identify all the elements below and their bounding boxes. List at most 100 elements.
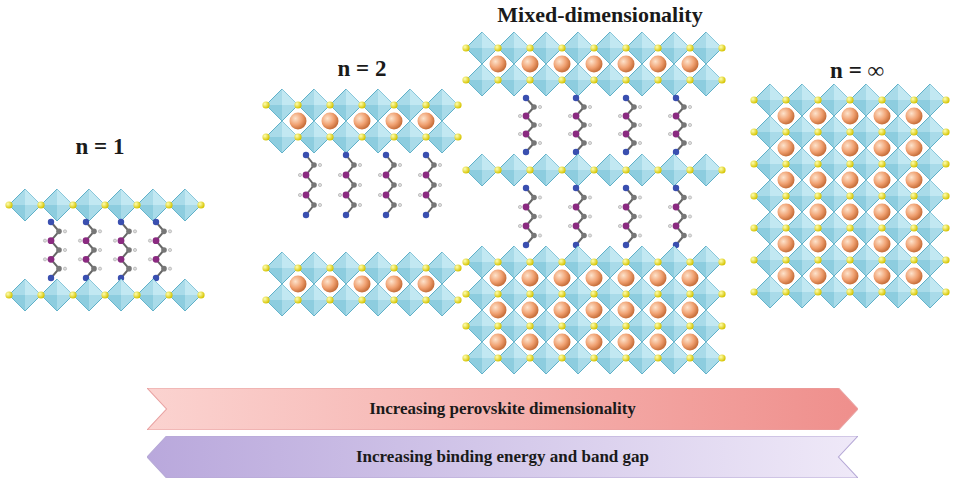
halide-atom — [718, 166, 725, 173]
halide-atom — [878, 288, 885, 295]
a-site-cation — [418, 276, 435, 293]
atom — [631, 195, 637, 201]
hydrogen-atom — [98, 230, 101, 233]
atom — [91, 266, 97, 272]
hydrogen-atom — [168, 267, 171, 270]
atom — [681, 214, 687, 220]
a-site-cation — [778, 172, 795, 189]
atom — [681, 233, 687, 239]
organic-spacer — [113, 219, 136, 281]
octahedron — [169, 279, 201, 311]
hydrogen-atom — [78, 258, 81, 261]
halide-atom — [5, 291, 12, 298]
octahedron — [137, 189, 169, 221]
halide-atom — [622, 290, 629, 297]
organic-spacer — [568, 95, 591, 155]
halide-atom — [494, 76, 501, 83]
halide-atom — [526, 290, 533, 297]
halide-atom — [750, 288, 757, 295]
inorganic-slab — [262, 252, 461, 316]
hydrogen-atom — [668, 132, 671, 135]
hydrogen-atom — [168, 248, 171, 251]
a-site-cation — [906, 236, 923, 253]
a-site-cation — [810, 108, 827, 125]
a-site-cation — [682, 270, 699, 287]
hydrogen-atom — [318, 163, 321, 166]
halide-atom — [654, 166, 661, 173]
atom — [383, 172, 390, 179]
hydrogen-atom — [398, 183, 401, 186]
a-site-cation — [650, 270, 667, 287]
hydrogen-atom — [668, 114, 671, 117]
halide-atom — [590, 76, 597, 83]
atom — [523, 95, 529, 101]
halide-atom — [654, 354, 661, 361]
halide-atom — [846, 224, 853, 231]
halide-atom — [390, 133, 397, 140]
atom — [56, 247, 62, 253]
a-site-cation — [290, 113, 307, 130]
atom — [161, 266, 167, 272]
atom — [681, 140, 687, 146]
a-site-cation — [418, 113, 435, 130]
atom — [126, 229, 132, 235]
hydrogen-atom — [638, 123, 641, 126]
atom — [91, 247, 97, 253]
halide-atom — [622, 322, 629, 329]
a-site-cation — [554, 302, 571, 319]
a-site-cation — [490, 56, 507, 73]
atom — [126, 247, 132, 253]
a-site-cation — [810, 172, 827, 189]
atom — [581, 140, 587, 146]
atom — [383, 152, 389, 158]
halide-atom — [558, 258, 565, 265]
hydrogen-atom — [618, 224, 621, 227]
halide-atom — [910, 288, 917, 295]
hydrogen-atom — [638, 196, 641, 199]
halide-atom — [750, 192, 757, 199]
arrow-body — [147, 436, 858, 478]
halide-atom — [197, 201, 204, 208]
halide-atom — [718, 290, 725, 297]
organic-spacer — [618, 185, 641, 248]
a-site-cation — [522, 56, 539, 73]
a-site-cation — [554, 334, 571, 351]
organic-spacer — [618, 95, 641, 155]
arrow-text: Increasing binding energy and band gap — [147, 447, 858, 467]
octahedron — [41, 279, 73, 311]
halide-atom — [750, 160, 757, 167]
hydrogen-atom — [398, 163, 401, 166]
halide-atom — [526, 76, 533, 83]
a-site-cation — [842, 204, 859, 221]
halide-atom — [782, 128, 789, 135]
hydrogen-atom — [588, 196, 591, 199]
halide-atom — [622, 166, 629, 173]
halide-atom — [5, 201, 12, 208]
halide-atom — [462, 76, 469, 83]
atom — [423, 192, 430, 199]
halide-atom — [558, 166, 565, 173]
halide-atom — [462, 258, 469, 265]
octahedron — [562, 154, 594, 186]
a-site-cation — [650, 334, 667, 351]
atom — [343, 192, 350, 199]
hydrogen-atom — [568, 114, 571, 117]
hydrogen-atom — [518, 224, 521, 227]
atom — [573, 204, 580, 211]
hydrogen-atom — [588, 123, 591, 126]
organic-spacer — [78, 219, 101, 281]
organic-spacer — [378, 152, 401, 218]
a-site-cation — [874, 172, 891, 189]
halide-atom — [814, 256, 821, 263]
halide-atom — [686, 354, 693, 361]
halide-atom — [910, 192, 917, 199]
atom — [431, 182, 437, 188]
halide-atom — [262, 101, 269, 108]
halide-atom — [846, 96, 853, 103]
atom — [623, 113, 630, 120]
halide-atom — [590, 258, 597, 265]
atom — [623, 185, 629, 191]
a-site-cation — [874, 204, 891, 221]
a-site-cation — [322, 113, 339, 130]
halide-atom — [326, 264, 333, 271]
